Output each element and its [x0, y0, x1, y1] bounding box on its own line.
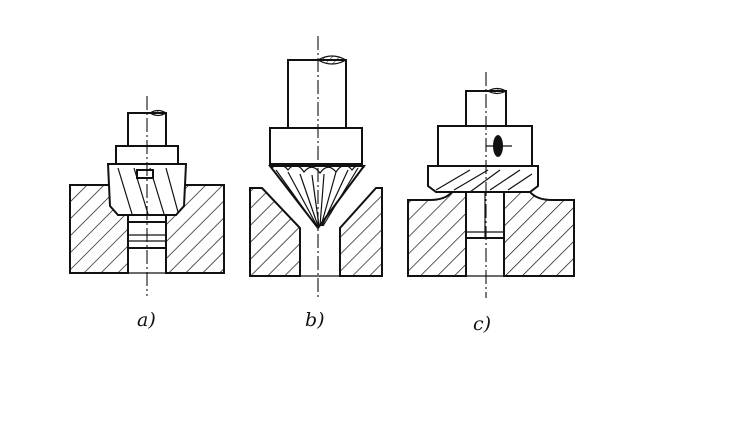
collar-b	[269, 127, 363, 165]
shank-b	[287, 59, 347, 129]
panel-b: b)	[249, 36, 383, 331]
caption-b: b)	[305, 309, 325, 331]
panel-c: c)	[407, 72, 575, 335]
collar-c	[437, 125, 533, 167]
panel-a: a)	[69, 96, 225, 331]
caption-a: a)	[137, 309, 156, 331]
caption-c: c)	[473, 313, 491, 335]
workpiece-b-right	[339, 187, 383, 277]
cutter-c	[427, 165, 539, 193]
workpiece-b-left	[249, 187, 301, 277]
workpiece-c-right	[503, 191, 575, 277]
workpiece-c-left	[407, 191, 467, 277]
